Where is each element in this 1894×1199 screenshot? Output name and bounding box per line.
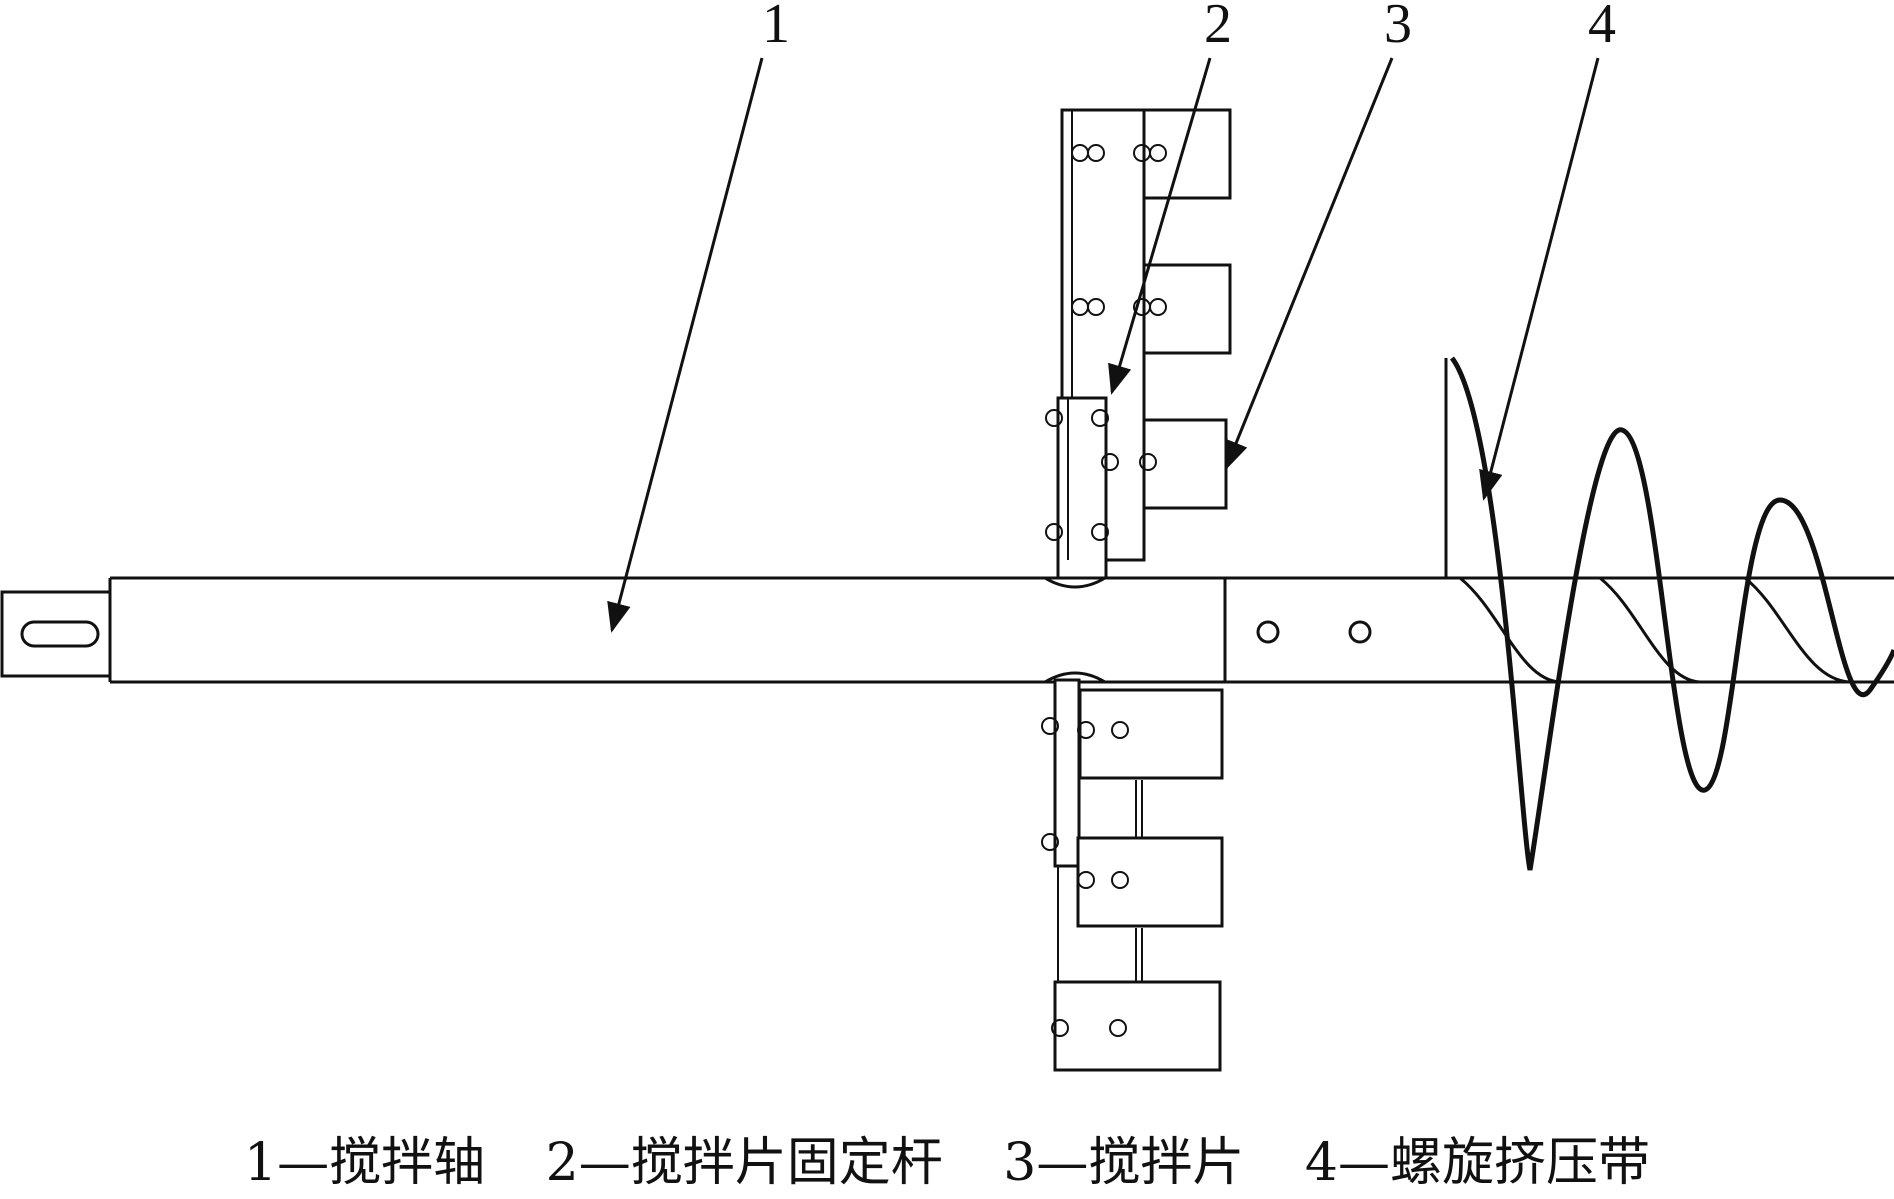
figure-caption: 1—搅拌轴 2—搅拌片固定杆 3—搅拌片 4—螺旋挤压带	[0, 1120, 1894, 1195]
upper-blade-2	[1142, 263, 1232, 355]
leader-arrows	[607, 57, 1600, 633]
part-label-4: 4	[1588, 0, 1616, 55]
arrow-1	[607, 57, 764, 633]
lower-blade-1	[1078, 688, 1224, 780]
lower-blade-3	[1053, 980, 1222, 1072]
lower-blade-2	[1076, 836, 1224, 928]
arrow-2	[1108, 57, 1212, 395]
upper-blade-1	[1142, 108, 1232, 200]
stirring-shaft	[108, 576, 1894, 684]
caption-item-2: 2—搅拌片固定杆	[545, 1133, 943, 1193]
helical-extrusion-band	[1444, 356, 1894, 871]
part-label-1: 1	[762, 0, 790, 55]
caption-item-4: 4—螺旋挤压带	[1304, 1133, 1651, 1193]
part-label-2: 2	[1204, 0, 1232, 55]
arrow-3	[1224, 57, 1394, 471]
part-label-3: 3	[1384, 0, 1412, 55]
shaft-key-end	[0, 590, 112, 678]
caption-item-1: 1—搅拌轴	[243, 1133, 486, 1193]
lower-blade-rod	[1041, 678, 1224, 1072]
arrow-4	[1479, 57, 1600, 501]
caption-item-3: 3—搅拌片	[1003, 1133, 1245, 1193]
upper-blade-rod	[1045, 108, 1232, 580]
